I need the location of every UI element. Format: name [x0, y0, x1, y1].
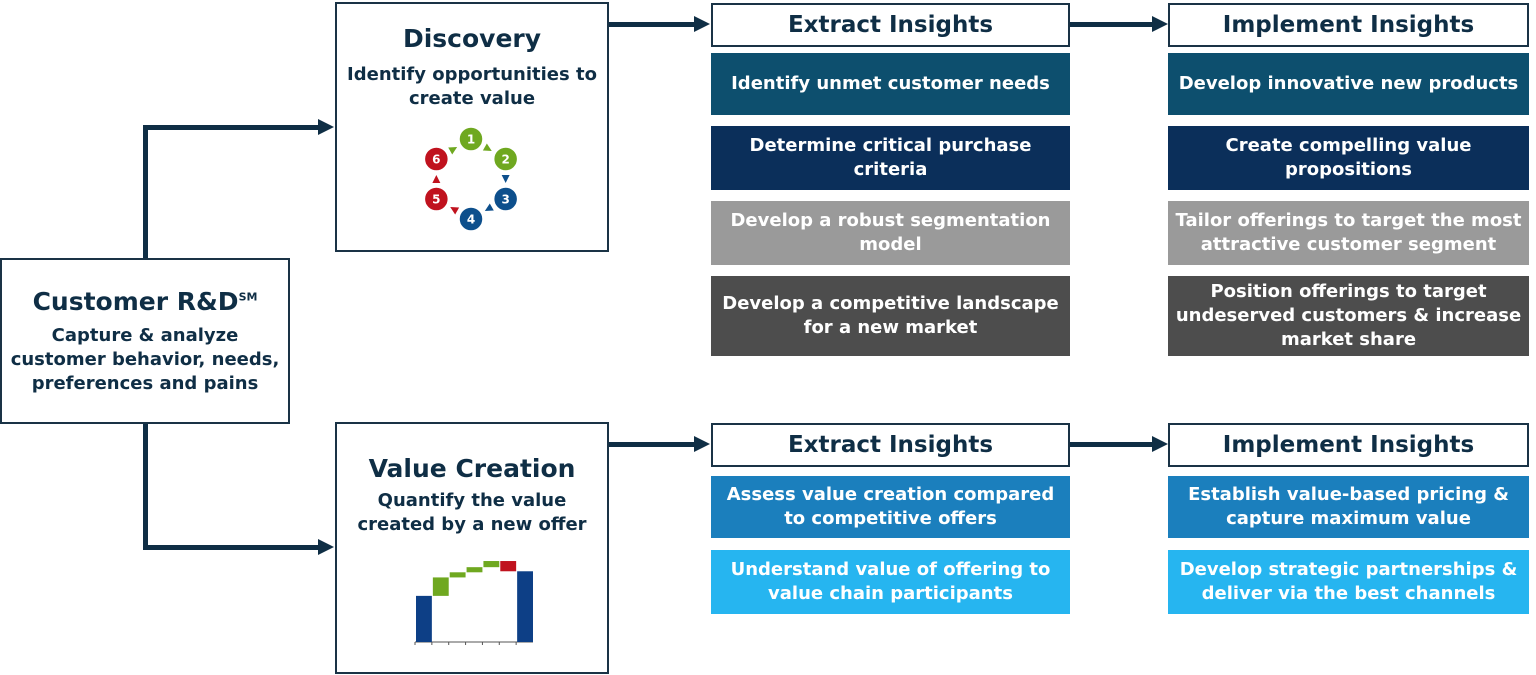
cycle-node-6 — [423, 146, 450, 172]
cycle-arrow-icon — [448, 147, 458, 155]
waterfall-bar-3 — [449, 572, 466, 578]
cycle-node-label-6: 6 — [432, 153, 440, 167]
extract-tile-2: Determine critical purchase criteria — [711, 126, 1070, 190]
implement-bottom-tile-1: Establish value-based pricing & capture … — [1168, 476, 1529, 538]
waterfall-bar-1 — [416, 595, 432, 642]
customer-rnd-title-text: Customer R&D — [32, 286, 239, 316]
cycle-node-3 — [492, 186, 519, 212]
arrow-to-implement-top-icon — [1152, 16, 1168, 32]
cycle-arrow-icon — [482, 143, 492, 151]
connector-extract-to-implement-bottom — [1070, 442, 1154, 447]
customer-rnd-title: Customer R&DSM — [33, 287, 258, 316]
extract-tile-4: Develop a competitive landscape for a ne… — [711, 276, 1070, 356]
extract-bottom-tile-2: Understand value of offering to value ch… — [711, 550, 1070, 614]
waterfall-bar-6 — [500, 561, 517, 572]
connector-root-to-discovery — [143, 125, 321, 130]
arrow-to-extract-top-icon — [694, 16, 710, 32]
discovery-cycle-diagram: 1 2 3 4 5 6 — [423, 126, 519, 232]
cycle-node-2 — [492, 146, 519, 172]
cycle-node-label-5: 5 — [432, 193, 440, 207]
extract-insights-header-bottom: Extract Insights — [711, 423, 1070, 467]
implement-tile-2: Create compelling value propositions — [1168, 126, 1529, 190]
cycle-node-4 — [458, 206, 484, 232]
cycle-node-label-1: 1 — [467, 133, 475, 147]
implement-tile-1: Develop innovative new products — [1168, 53, 1529, 115]
arrow-to-implement-bottom-icon — [1152, 436, 1168, 452]
cycle-node-1 — [458, 126, 484, 152]
arrow-to-value-creation-icon — [318, 539, 334, 555]
cycle-node-label-4: 4 — [467, 213, 475, 227]
service-mark: SM — [238, 290, 258, 304]
discovery-box: Discovery Identify opportunities to crea… — [335, 2, 609, 252]
cycle-node-label-2: 2 — [501, 153, 509, 167]
waterfall-bar-5 — [483, 561, 500, 568]
arrow-to-extract-bottom-icon — [694, 436, 710, 452]
customer-rnd-box: Customer R&DSM Capture & analyze custome… — [0, 258, 290, 424]
value-creation-subtitle: Quantify the value created by a new offe… — [357, 490, 587, 535]
cycle-arrow-icon — [450, 207, 460, 215]
extract-tile-3: Develop a robust segmentation model — [711, 201, 1070, 265]
connector-value-to-extract — [608, 442, 696, 447]
extract-insights-header-top: Extract Insights — [711, 3, 1070, 47]
implement-tile-3: Tailor offerings to target the most attr… — [1168, 201, 1529, 265]
waterfall-bar-4 — [466, 567, 483, 573]
connector-extract-to-implement-top — [1070, 22, 1154, 27]
customer-rnd-subtitle: Capture & analyze customer behavior, nee… — [10, 324, 280, 394]
value-waterfall-chart — [414, 561, 533, 645]
cycle-arrow-icon — [501, 175, 510, 183]
discovery-title: Discovery — [402, 24, 542, 53]
waterfall-bar-2 — [432, 577, 449, 596]
implement-tile-4: Position offerings to target undeserved … — [1168, 276, 1529, 356]
implement-insights-header-bottom: Implement Insights — [1168, 423, 1529, 467]
arrow-to-discovery-icon — [318, 119, 334, 135]
extract-tile-1: Identify unmet customer needs — [711, 53, 1070, 115]
cycle-arrow-icon — [432, 175, 441, 183]
implement-insights-header-top: Implement Insights — [1168, 3, 1529, 47]
connector-root-to-value-creation — [143, 545, 321, 550]
value-creation-box: Value Creation Quantify the value create… — [335, 422, 609, 674]
value-creation-title: Value Creation — [368, 454, 576, 483]
waterfall-bar-7 — [517, 571, 533, 642]
extract-bottom-tile-1: Assess value creation compared to compet… — [711, 476, 1070, 538]
implement-bottom-tile-2: Develop strategic partnerships & deliver… — [1168, 550, 1529, 614]
cycle-node-label-3: 3 — [501, 193, 509, 207]
discovery-subtitle: Identify opportunities to create value — [347, 64, 597, 109]
cycle-arrow-icon — [484, 203, 494, 211]
cycle-node-5 — [423, 186, 450, 212]
connector-discovery-to-extract — [608, 22, 696, 27]
